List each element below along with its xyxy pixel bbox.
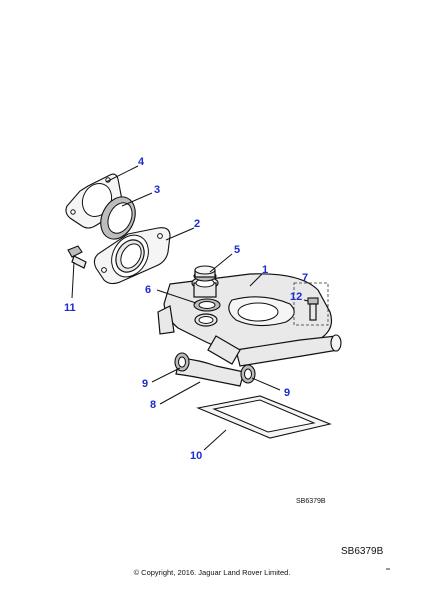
callout-1: 1: [262, 264, 268, 276]
bolt-small: [307, 297, 319, 321]
filler-cap: [193, 265, 217, 282]
main-housing: [157, 273, 333, 351]
flange-plate: [93, 227, 171, 285]
callout-2: 2: [194, 218, 200, 230]
callout-10: 10: [190, 450, 202, 462]
sealing-ring: [193, 298, 221, 327]
callout-6: 6: [145, 284, 151, 296]
outlet-pipe: [207, 334, 342, 367]
drawing-code-small: SB6379B: [296, 498, 326, 505]
callout-3: 3: [154, 184, 160, 196]
bolt-left: [67, 245, 87, 269]
copyright-notice: © Copyright, 2016. Jaguar Land Rover Lim…: [133, 568, 291, 577]
callout-4: 4: [138, 156, 145, 168]
seal-ring: [100, 196, 136, 240]
callout-7: 7: [302, 272, 308, 284]
hose-clip-left: [174, 352, 190, 372]
leader-lines: [71, 165, 309, 451]
callout-9-right: 9: [284, 387, 290, 399]
callout-5: 5: [234, 244, 240, 256]
gasket-frame: [196, 395, 332, 439]
corner-mark: [386, 568, 390, 570]
hose: [175, 357, 245, 387]
callout-11: 11: [64, 302, 76, 314]
callout-9-left: 9: [142, 378, 148, 390]
callout-8: 8: [150, 399, 156, 411]
drawing-code: SB6379B: [341, 546, 384, 557]
callout-group-box: [293, 282, 329, 326]
callout-12: 12: [290, 291, 302, 303]
hose-clip-right: [240, 364, 256, 384]
